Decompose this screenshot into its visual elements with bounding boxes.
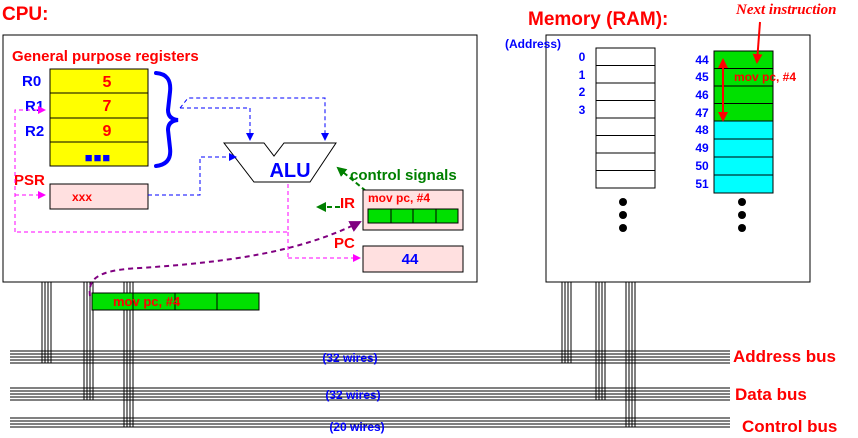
address-label: (Address) xyxy=(505,37,561,51)
memory-control-bus-connector xyxy=(625,282,636,427)
memory-address-46: 46 xyxy=(695,88,709,102)
memory-address-51: 51 xyxy=(695,177,709,191)
memory-address-44: 44 xyxy=(695,53,709,67)
memory-column-high xyxy=(713,50,774,194)
address-bus-wires-label: (32 wires) xyxy=(322,351,377,365)
ir-instruction-bytes xyxy=(367,208,459,224)
memory-address-48: 48 xyxy=(695,123,709,137)
register-brace xyxy=(154,71,179,168)
memory-address-45: 45 xyxy=(695,70,709,84)
data-bus-transfer-text: mov pc, #4 xyxy=(113,294,181,309)
ir-instruction-text: mov pc, #4 xyxy=(368,191,430,205)
data-bus-label: Data bus xyxy=(735,385,807,404)
alu-status-paths xyxy=(14,106,361,262)
memory-address-2: 2 xyxy=(579,85,586,99)
memory-address-0: 0 xyxy=(579,50,586,64)
cpu-address-bus-connector xyxy=(41,282,52,363)
psr-value: xxx xyxy=(72,190,92,204)
pc-name: PC xyxy=(334,235,355,252)
memory-address-bus-connector xyxy=(561,282,572,363)
memory-address-47: 47 xyxy=(695,106,709,120)
psr-to-alu-path xyxy=(148,153,237,196)
alu-shape xyxy=(222,142,337,183)
register-r0-name: R0 xyxy=(22,73,41,90)
ir-name: IR xyxy=(340,195,355,212)
pc-value: 44 xyxy=(402,251,419,268)
memory-address-3: 3 xyxy=(579,103,586,117)
memory-more-high xyxy=(738,198,746,232)
register-r1-value: 7 xyxy=(103,98,112,115)
memory-data-bus-connector xyxy=(595,282,606,400)
pc-box xyxy=(362,245,464,273)
memory-address-50: 50 xyxy=(695,159,709,173)
control-bus-label: Control bus xyxy=(742,417,837,436)
memory-column-low xyxy=(595,47,656,189)
memory-title: Memory (RAM): xyxy=(528,9,668,30)
data-bus-transfer-packet xyxy=(91,292,260,311)
control-bus-wires-label: (20 wires) xyxy=(329,420,384,434)
memory-address-1: 1 xyxy=(579,68,586,82)
cpu-title: CPU: xyxy=(2,4,48,25)
registers-to-alu-paths xyxy=(179,97,329,141)
registers-title: General purpose registers xyxy=(12,48,199,65)
psr-name: PSR xyxy=(14,172,45,189)
next-instruction-arrow xyxy=(752,21,763,64)
memory-more-low xyxy=(619,198,627,232)
register-r0-value: 5 xyxy=(103,74,112,91)
next-instruction-label: Next instruction xyxy=(735,2,836,18)
psr-box xyxy=(49,183,149,210)
control-signals-label: control signals xyxy=(350,167,457,184)
memory-instruction-text: mov pc, #4 xyxy=(734,70,796,84)
alu-label: ALU xyxy=(269,160,310,182)
memory-address-49: 49 xyxy=(695,141,709,155)
data-bus-wires-label: (32 wires) xyxy=(325,388,380,402)
control-signal-arrow-up xyxy=(336,166,373,197)
register-more-dots: ■■■ xyxy=(85,150,112,165)
register-r2-value: 9 xyxy=(103,123,112,140)
data-to-ir-path xyxy=(88,221,362,297)
register-r2-name: R2 xyxy=(25,123,44,140)
address-bus-label: Address bus xyxy=(733,347,836,366)
register-r1-name: R1 xyxy=(25,98,44,115)
register-file xyxy=(49,68,149,167)
